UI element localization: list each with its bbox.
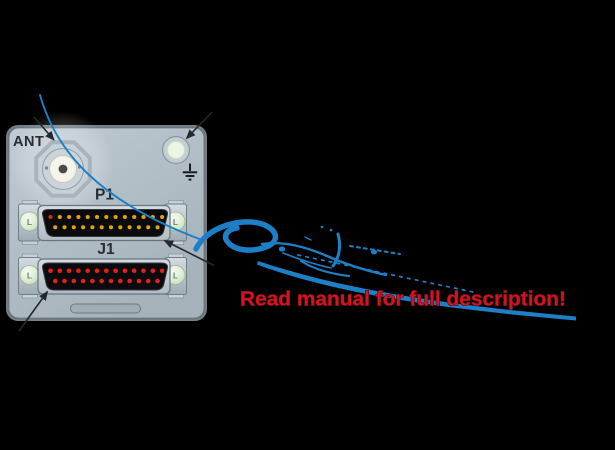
- connector-pin: [122, 214, 127, 220]
- latch-letter: L: [173, 217, 178, 227]
- connector-pin: [67, 214, 72, 220]
- connector-pin: [136, 225, 141, 230]
- callout-arrow-ant: [33, 116, 55, 141]
- connector-pin: [155, 278, 160, 284]
- connector-pin: [48, 214, 53, 220]
- sketch-dash: [304, 236, 312, 241]
- sketch-dot: [329, 228, 333, 232]
- vent-slot: [70, 303, 141, 314]
- latch-letter: L: [173, 271, 178, 281]
- connector-pin: [146, 225, 151, 230]
- connector-pin: [108, 278, 114, 284]
- connector-pin: [48, 268, 53, 274]
- sketch-fuselage-lower: [282, 252, 332, 269]
- ground-symbol-icon: [182, 163, 198, 181]
- connector-pin: [141, 268, 146, 274]
- sketch-approach-line: [39, 94, 203, 241]
- connector-pin: [113, 268, 118, 274]
- bnc-center-pin: [58, 164, 68, 174]
- connector-pin: [136, 278, 142, 284]
- connector-pin: [159, 268, 165, 274]
- connector-pin: [81, 225, 86, 230]
- connector-pin: [90, 278, 95, 284]
- connector-pin: [118, 225, 123, 230]
- callout-arrow-j1: [18, 290, 49, 332]
- p1-label: P1: [95, 187, 114, 204]
- connector-pin: [150, 268, 156, 274]
- ant-bnc-connector: [34, 140, 92, 198]
- connector-pin: [132, 214, 137, 220]
- connector-pin: [94, 268, 100, 274]
- j1-pin-row-top: [48, 268, 165, 274]
- dsub-face: [41, 262, 169, 291]
- sketch-dash-line: [349, 245, 401, 255]
- connector-pin: [99, 278, 104, 284]
- connector-pin: [71, 278, 77, 284]
- connector-pin: [53, 225, 58, 230]
- connector-pin: [145, 278, 151, 284]
- sketch-flourish-loop: [193, 219, 279, 253]
- connector-pin: [104, 268, 109, 274]
- connector-pin: [104, 214, 109, 220]
- connector-pin: [118, 278, 123, 284]
- connector-pin: [62, 225, 67, 230]
- connector-pin: [52, 278, 58, 284]
- bnc-bayonet-left: [44, 166, 49, 170]
- connector-pin: [76, 214, 81, 220]
- connector-pin: [71, 225, 76, 230]
- connector-pin: [108, 225, 114, 230]
- callout-arrows: [18, 111, 215, 332]
- connector-pin: [113, 214, 118, 220]
- connector-pin: [122, 268, 128, 274]
- sketch-fuselage: [260, 242, 388, 277]
- p1-pin-row-top: [48, 214, 165, 220]
- j1-connector: J1 L L: [18, 241, 187, 299]
- rear-panel: ANT P1: [6, 111, 207, 321]
- connector-pin: [99, 225, 104, 230]
- sketch-dotted-line: [297, 254, 474, 293]
- connector-pin: [155, 225, 160, 230]
- connector-pin: [127, 278, 132, 284]
- connector-pin: [57, 268, 63, 274]
- connector-pin: [85, 268, 90, 274]
- sketch-cockpit: [278, 246, 286, 252]
- latch-letter: L: [27, 271, 32, 281]
- connector-pin: [62, 278, 67, 284]
- connector-pin: [85, 214, 90, 220]
- connector-pin: [94, 214, 100, 220]
- sketch-blob: [371, 249, 377, 255]
- connector-pin: [76, 268, 81, 274]
- sketch-wing: [299, 259, 351, 278]
- connector-pin: [90, 225, 95, 230]
- sketch-bottom-swoosh: [257, 261, 576, 321]
- callout-arrow-p1: [163, 239, 215, 267]
- connector-pin: [57, 214, 62, 220]
- sketch-tail-fin: [331, 232, 342, 268]
- callout-arrow-ground: [185, 111, 213, 140]
- ant-label: ANT: [13, 134, 44, 150]
- j1-pin-row-bottom: [52, 278, 160, 284]
- connector-pin: [141, 214, 146, 220]
- sketch-dot: [320, 225, 324, 229]
- j1-label: J1: [97, 241, 115, 258]
- connector-pin: [160, 214, 165, 220]
- connector-pin: [66, 268, 72, 274]
- dsub-face: [41, 209, 169, 237]
- airplane-sketch: [39, 94, 576, 321]
- panel-outer-glow: [6, 125, 207, 321]
- connector-pin: [127, 225, 132, 230]
- ground-stud: [161, 135, 191, 165]
- connector-pin: [80, 278, 86, 284]
- warning-caption: Read manual for full description!: [240, 289, 566, 311]
- p1-pin-row-bottom: [53, 225, 160, 230]
- latch-letter: L: [27, 217, 32, 227]
- p1-connector: P1 L L: [18, 187, 187, 245]
- connector-pin: [131, 268, 137, 274]
